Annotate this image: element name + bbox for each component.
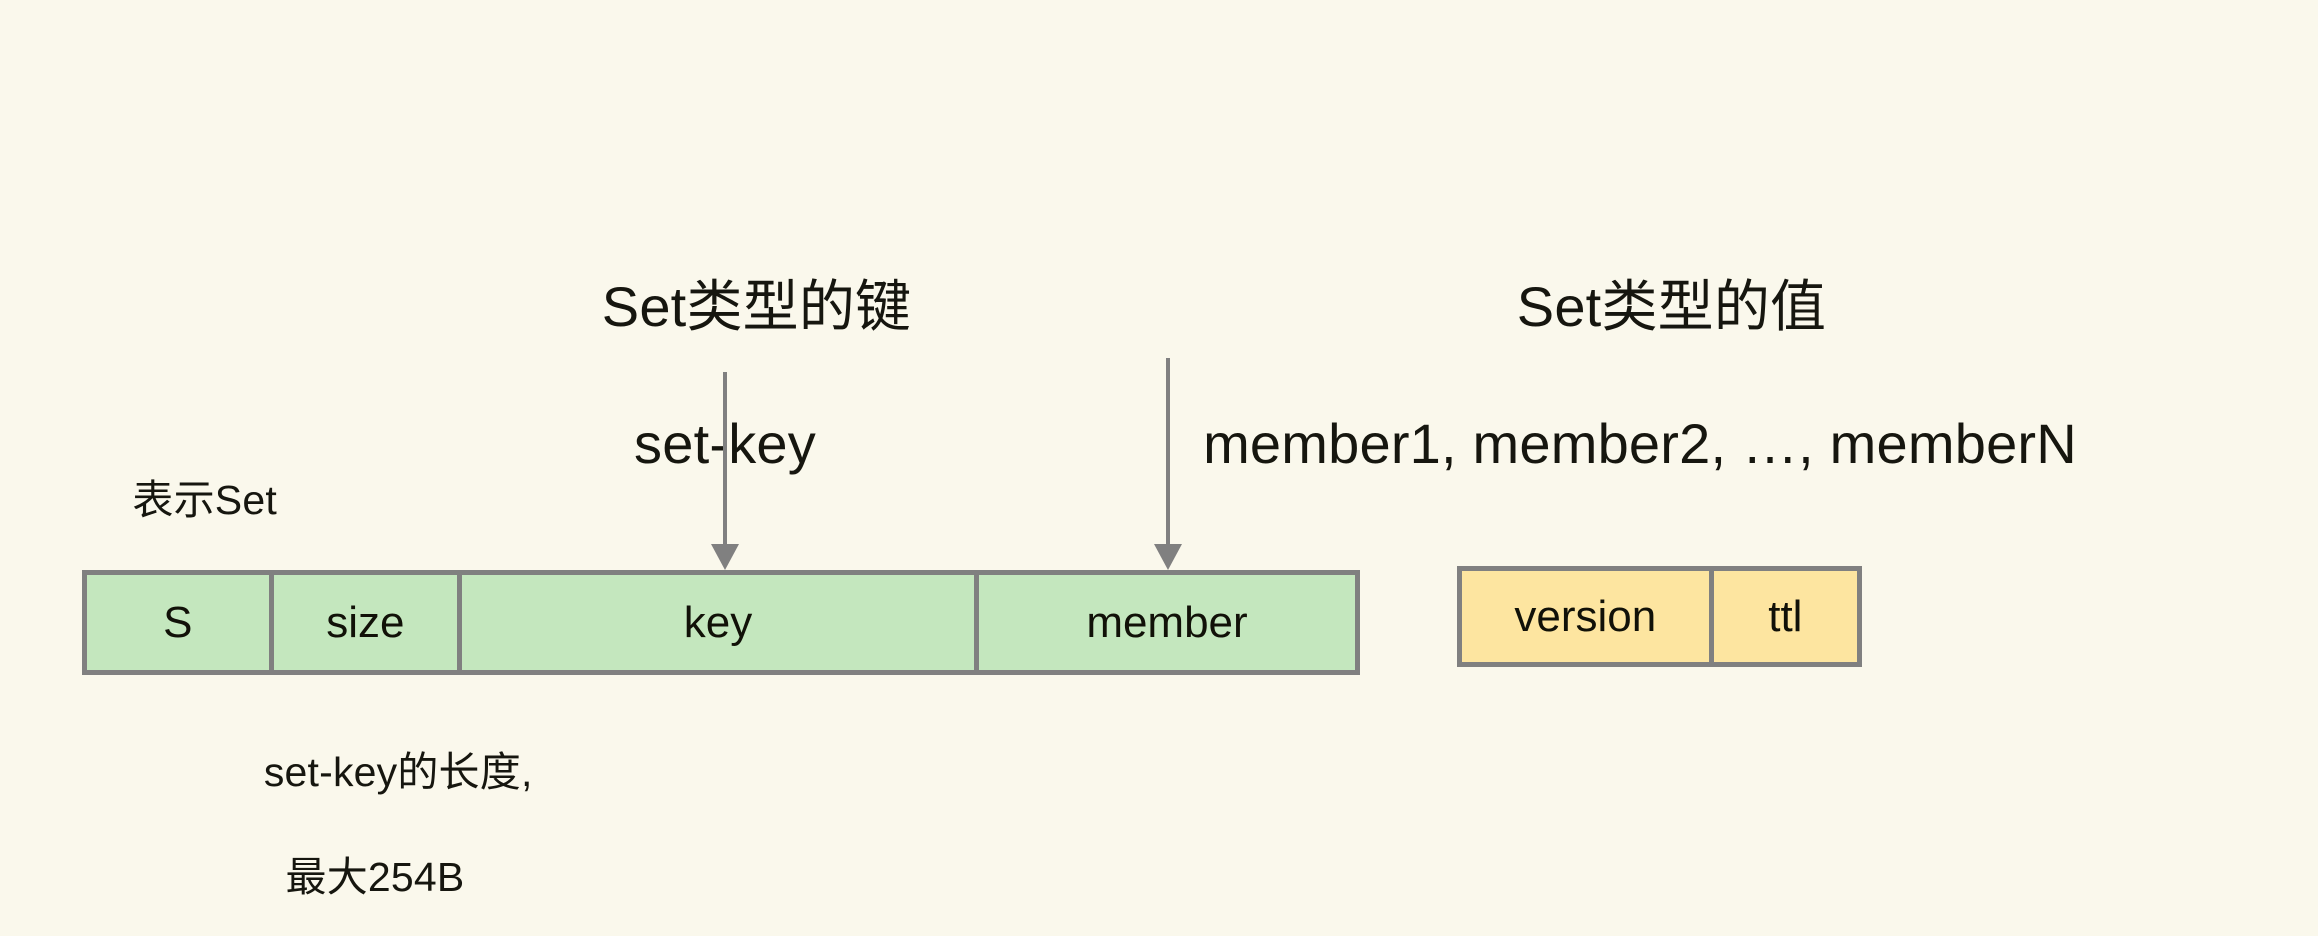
field-version-label: version	[1514, 591, 1657, 641]
size-caption: set-key的长度, 最大254B	[217, 694, 533, 936]
field-size[interactable]: size	[273, 575, 463, 670]
size-caption-line2: 最大254B	[285, 854, 465, 901]
field-ttl-label: ttl	[1768, 591, 1803, 641]
key-callout-line1: Set类型的键	[601, 275, 912, 339]
field-member-label: member	[1086, 597, 1248, 647]
field-type-flag[interactable]: S	[87, 575, 274, 670]
value-callout-line1: Set类型的值	[1516, 275, 1827, 339]
type-flag-caption-line1: 表示Set	[132, 477, 277, 524]
value-encoding-row: version ttl	[1457, 566, 1862, 667]
field-version[interactable]: version	[1462, 571, 1714, 662]
field-member[interactable]: member	[979, 575, 1355, 670]
field-type-flag-label: S	[163, 597, 193, 647]
value-callout-line2: member1, member2, …, memberN	[1203, 411, 2077, 475]
key-encoding-row: S size key member	[82, 570, 1360, 675]
field-key-label: key	[683, 597, 753, 647]
field-size-label: size	[326, 597, 405, 647]
value-callout-label: Set类型的值 member1, member2, …, memberN	[1203, 205, 2077, 615]
field-key[interactable]: key	[462, 575, 979, 670]
size-caption-line1: set-key的长度,	[263, 749, 533, 796]
field-ttl[interactable]: ttl	[1713, 571, 1857, 662]
